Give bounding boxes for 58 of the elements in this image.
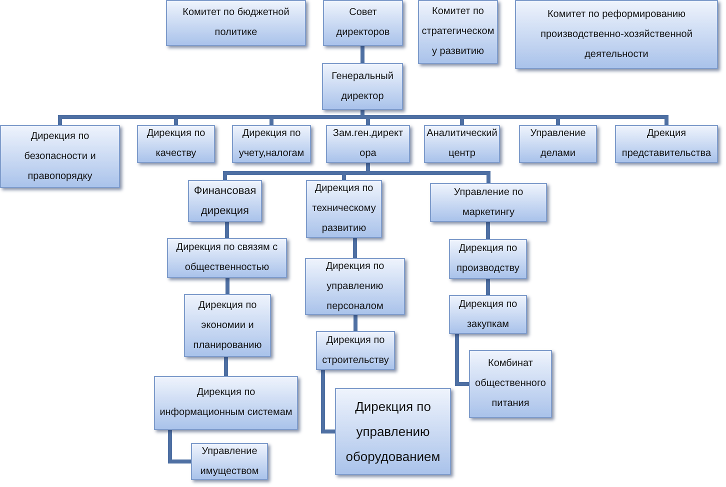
org-unit-box xyxy=(322,63,403,110)
connector-line xyxy=(224,357,228,376)
unit-name: Управление имуществом xyxy=(199,444,260,478)
unit-name: Дирекция по производству xyxy=(456,242,520,276)
connector-line xyxy=(486,222,490,239)
unit-name: Совет директоров xyxy=(335,6,391,40)
org-unit-box xyxy=(449,295,527,334)
unit-name: Дирекция по связям с общественностью xyxy=(175,241,279,275)
unit-name: Зам.ген.директ ора xyxy=(332,127,404,161)
unit-name: Дирекция по закупкам xyxy=(458,298,518,332)
org-unit-box xyxy=(326,125,410,163)
org-unit-box xyxy=(335,388,451,475)
unit-name: Управление делами xyxy=(529,127,587,161)
org-unit-box xyxy=(0,125,120,188)
unit-name: Генеральный директор xyxy=(330,70,394,104)
connector-line xyxy=(354,315,358,331)
org-unit-box xyxy=(166,0,306,46)
org-unit-box xyxy=(232,125,311,163)
connector-line xyxy=(360,46,364,63)
org-unit-box xyxy=(167,238,287,278)
unit-name: Дирекция по качеству xyxy=(146,127,206,161)
org-unit-box xyxy=(323,0,403,46)
unit-name: Управление по маркетингу xyxy=(452,186,524,220)
connector-line xyxy=(321,370,335,434)
unit-name: Дирекция по строительству xyxy=(321,334,390,368)
org-unit-box xyxy=(515,0,718,69)
connector-line xyxy=(455,334,469,386)
unit-name: Аналитический центр xyxy=(426,127,498,161)
org-unit-box xyxy=(305,258,405,315)
unit-name: Дирекция по учету,налогам xyxy=(238,127,306,161)
connector-line xyxy=(225,222,229,238)
unit-name: Дирекция по информационным системам xyxy=(158,386,294,420)
org-unit-box xyxy=(184,294,271,357)
org-unit-box xyxy=(316,331,395,370)
connector-line xyxy=(168,430,191,464)
unit-name: Комитет по бюджетной политике xyxy=(182,6,290,40)
unit-name: Финансовая дирекция xyxy=(192,184,258,219)
org-unit-box xyxy=(469,350,552,418)
org-unit-box xyxy=(430,183,547,222)
unit-name: Дирекция по управлению оборудованием xyxy=(344,398,442,466)
unit-name: Комитет по реформированию производственно-хозяйственной деятельности xyxy=(540,8,694,62)
org-unit-box xyxy=(615,125,718,163)
connector-line xyxy=(226,278,230,294)
org-unit-box xyxy=(191,443,268,480)
connector-line xyxy=(353,238,357,258)
unit-name: Дирекция по безопасности и правопорядку xyxy=(23,130,97,184)
unit-name: Дирекция по управлению персоналом xyxy=(324,260,386,314)
org-unit-box xyxy=(154,376,298,430)
unit-name: Дирекция по экономии и планированию xyxy=(192,298,263,352)
unit-name: Дрекция представительства xyxy=(620,127,712,161)
org-unit-box xyxy=(449,239,527,279)
connector-line xyxy=(486,279,490,295)
connector-line xyxy=(360,110,668,125)
unit-name: Комитет по стратегическом у развитию xyxy=(422,5,494,59)
unit-name: Дирекция по техническому развитию xyxy=(311,182,377,236)
org-unit-box xyxy=(519,125,597,163)
unit-name: Комбинат общественного питания xyxy=(474,357,547,411)
org-unit-box xyxy=(137,125,215,163)
